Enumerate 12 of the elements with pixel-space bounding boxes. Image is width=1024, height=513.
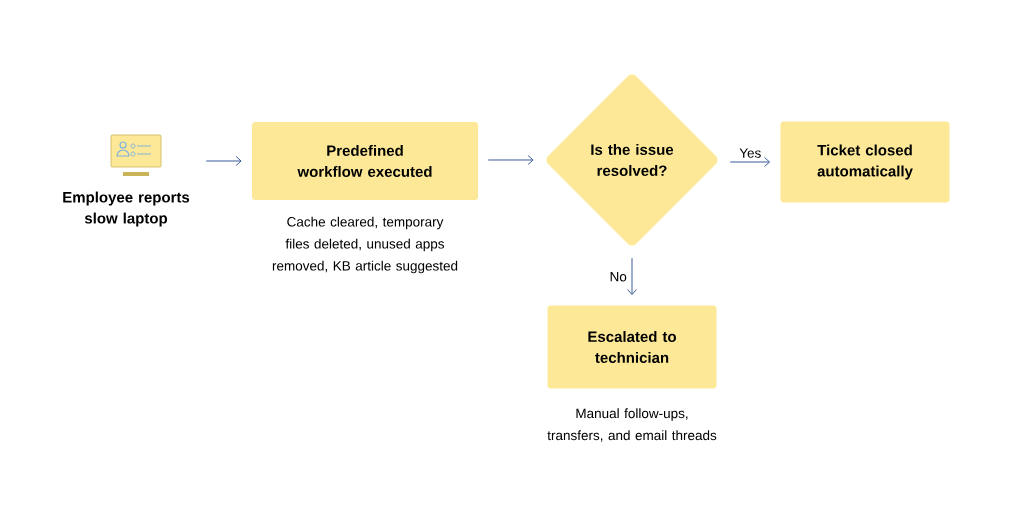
edge-label: No [608, 271, 628, 283]
text-label: Employee reports slow laptop [63, 191, 190, 227]
arrow [205, 156, 242, 166]
arrow [627, 257, 637, 296]
arrow [487, 155, 534, 165]
process-box: Predefined workflow executed [252, 122, 478, 200]
arrow [729, 157, 771, 167]
process-box: Ticket closed automatically [780, 121, 950, 203]
edge-label: Yes [738, 147, 763, 159]
node-label: Manual follow-ups, transfers, and email threads [547, 408, 717, 442]
node-label: Cache cleared, temporary files deleted, unused apps removed, KB article suggested [272, 216, 458, 274]
process-box: Escalated to technician [547, 305, 717, 389]
